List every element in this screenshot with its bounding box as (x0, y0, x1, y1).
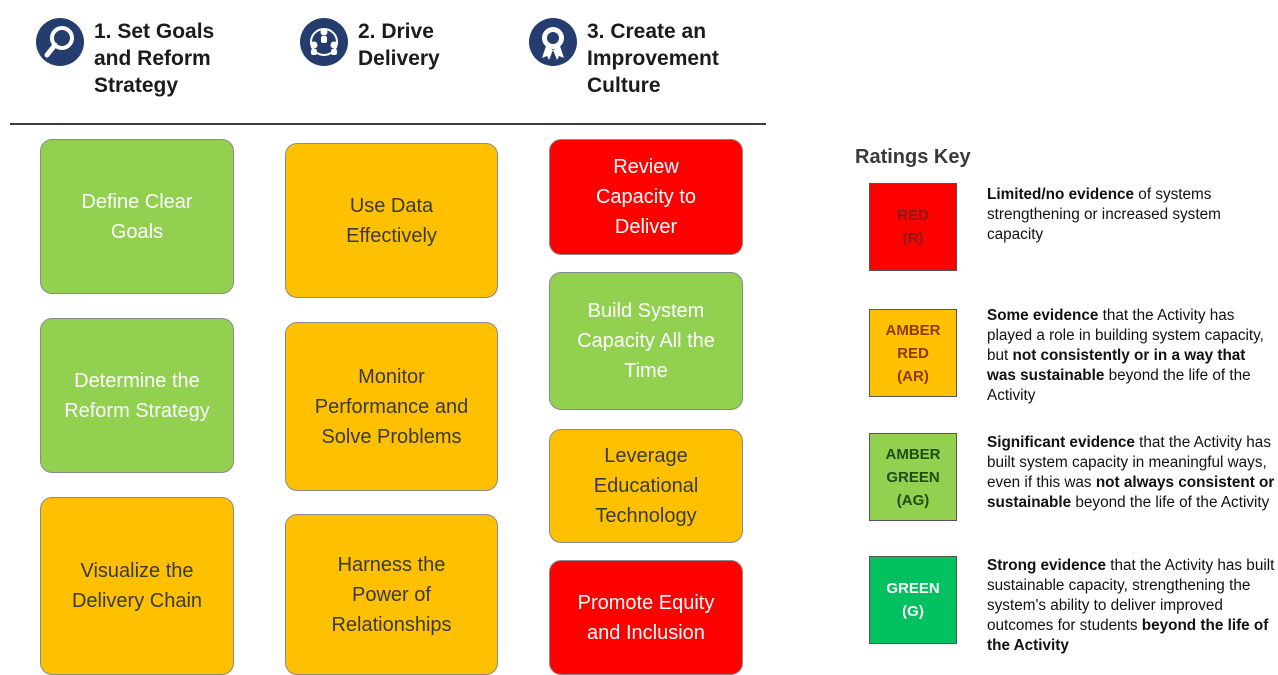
rating-desc-text: that the Activity has built sustainable … (987, 557, 1275, 634)
activity-use-data: Use Data Effectively (285, 143, 498, 298)
rating-desc-green: Strong evidence that the Activity has bu… (987, 556, 1278, 656)
rating-swatch-red: RED (R) (869, 183, 957, 271)
rating-desc-emphasis: beyond the life of the Activity (987, 617, 1269, 654)
activity-reform-strategy: Determine the Reform Strategy (40, 318, 234, 473)
column-header-culture: 3. Create an Improvement Culture (529, 18, 719, 99)
header-divider (10, 123, 766, 125)
column-header-delivery: 2. Drive Delivery (300, 18, 440, 72)
rating-swatch-amber-green: AMBER GREEN (AG) (869, 433, 957, 521)
rating-desc-amber-red: Some evidence that the Activity has play… (987, 306, 1278, 406)
activity-label: Determine the Reform Strategy (64, 369, 210, 422)
rating-swatch-green: GREEN (G) (869, 556, 957, 644)
rating-desc-text: beyond the life of the Activity (987, 367, 1251, 404)
activity-review-capacity: Review Capacity to Deliver (549, 139, 743, 255)
activity-define-goals: Define Clear Goals (40, 139, 234, 294)
rating-desc-text: that the Activity has built system capac… (987, 434, 1271, 491)
activity-equity-inclusion: Promote Equity and Inclusion (549, 560, 743, 675)
activity-label: Define Clear Goals (81, 190, 193, 243)
activity-label: Use Data Effectively (346, 194, 437, 247)
activity-edtech: Leverage Educational Technology (549, 429, 743, 543)
rating-desc-text: of systems strengthening or increased sy… (987, 186, 1221, 243)
activity-build-capacity: Build System Capacity All the Time (549, 272, 743, 410)
column-header-goals: 1. Set Goals and Reform Strategy (36, 18, 214, 99)
rating-desc-emphasis: Strong evidence (987, 557, 1107, 574)
rating-desc-red: Limited/no evidence of systems strengthe… (987, 185, 1278, 245)
award-ribbon-icon (529, 18, 577, 66)
rating-desc-text: beyond the life of the Activity (1071, 494, 1270, 511)
ratings-key-title: Ratings Key (855, 146, 971, 168)
team-icon (300, 18, 348, 66)
magnifier-icon (36, 18, 84, 66)
activity-label: Leverage Educational Technology (593, 445, 699, 527)
rating-desc-emphasis: not always consistent or sustainable (987, 474, 1275, 511)
rating-desc-emphasis: Some evidence (987, 307, 1099, 324)
activity-harness-relationships: Harness the Power of Relationships (285, 514, 498, 675)
rating-swatch-amber-red: AMBER RED (AR) (869, 309, 957, 397)
activity-label: Harness the Power of Relationships (331, 553, 452, 636)
activity-monitor-performance: Monitor Performance and Solve Problems (285, 322, 498, 491)
activity-label: Monitor Performance and Solve Problems (314, 365, 469, 448)
activity-label: Build System Capacity All the Time (577, 300, 715, 382)
activity-label: Visualize the Delivery Chain (71, 560, 203, 612)
column-title: 2. Drive Delivery (358, 20, 440, 70)
activity-label: Review Capacity to Deliver (595, 156, 697, 238)
rating-desc-text: that the Activity has played a role in b… (987, 307, 1264, 364)
activity-visualize-chain: Visualize the Delivery Chain (40, 497, 234, 675)
rating-desc-emphasis: Limited/no evidence (987, 186, 1135, 203)
rating-desc-emphasis: not consistently or in a way that was su… (987, 347, 1246, 384)
column-title: 3. Create an Improvement Culture (587, 20, 719, 97)
activity-label: Promote Equity and Inclusion (577, 591, 715, 644)
rating-desc-amber-green: Significant evidence that the Activity h… (987, 433, 1278, 513)
rating-desc-emphasis: Significant evidence (987, 434, 1135, 451)
column-title: 1. Set Goals and Reform Strategy (94, 20, 215, 97)
